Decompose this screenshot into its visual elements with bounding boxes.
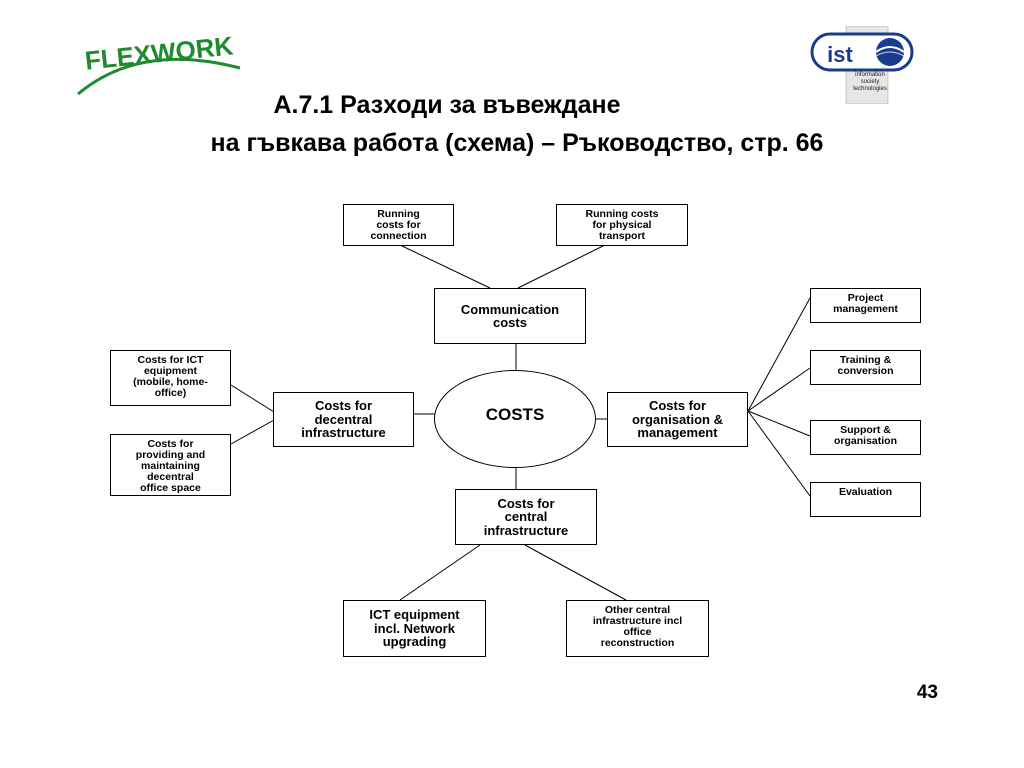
other-central-infrastructure-box: Other central infrastructure incl office… [566, 600, 709, 657]
slide-title: A.7.1 Разходи за въвеждане на гъвкава ра… [0, 86, 1024, 162]
evaluation-box: Evaluation [810, 482, 921, 517]
title-line-2: на гъвкава работа (схема) – Ръководство,… [210, 129, 824, 157]
ist-tagline: information society technologies [853, 72, 887, 92]
support-organisation-box: Support & organisation [810, 420, 921, 455]
ict-network-upgrading-box: ICT equipment incl. Network upgrading [343, 600, 486, 657]
svg-text:ist: ist [827, 42, 853, 67]
organisation-management-box: Costs for organisation & management [607, 392, 748, 447]
ist-logo: ist [810, 26, 914, 104]
project-management-box: Project management [810, 288, 921, 323]
page-number: 43 [916, 682, 938, 703]
flexwork-logo: FLEXWORK [77, 30, 241, 96]
running-costs-connection-box: Running costs for connection [343, 204, 454, 246]
central-infrastructure-box: Costs for central infrastructure [455, 489, 597, 545]
decentral-infrastructure-box: Costs for decentral infrastructure [273, 392, 414, 447]
running-costs-transport-box: Running costs for physical transport [556, 204, 688, 246]
ict-equipment-costs-box: Costs for ICT equipment (mobile, home- o… [110, 350, 231, 406]
communication-costs-box: Communication costs [434, 288, 586, 344]
costs-center-node: COSTS [434, 370, 596, 468]
title-line-1: A.7.1 Разходи за въвеждане [273, 91, 621, 119]
training-conversion-box: Training & conversion [810, 350, 921, 385]
office-space-costs-box: Costs for providing and maintaining dece… [110, 434, 231, 496]
